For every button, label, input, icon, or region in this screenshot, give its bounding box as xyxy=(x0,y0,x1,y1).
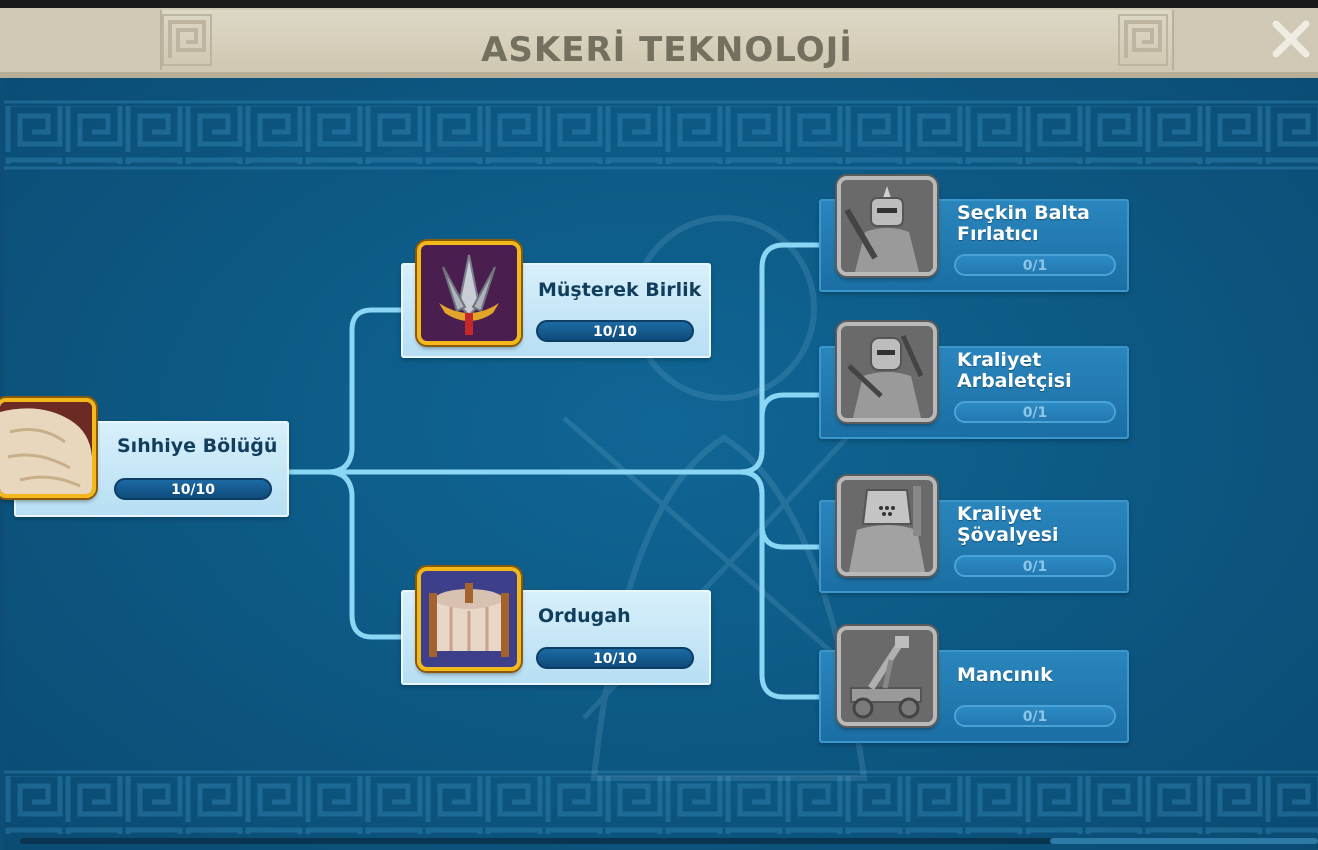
tech-name-line2: Arbaletçisi xyxy=(957,370,1072,392)
tech-name-line1: Mancınık xyxy=(957,664,1053,686)
bandage-cloth-icon xyxy=(0,398,96,498)
connector-to-royal-knight xyxy=(737,469,823,550)
page-title: ASKERİ TEKNOLOJİ xyxy=(481,30,853,70)
progress-bar: 10/10 xyxy=(536,320,694,342)
crossed-spears-icon xyxy=(417,241,521,345)
tech-name-line2: Fırlatıcı xyxy=(957,223,1039,245)
connector-root-to-musterek xyxy=(325,307,405,475)
progress-bar: 0/1 xyxy=(954,254,1116,276)
progress-bar: 0/1 xyxy=(954,401,1116,423)
greek-key-border-bottom-icon xyxy=(4,770,1318,834)
tech-name-line2: Şövalyesi xyxy=(957,524,1059,546)
tech-name: Ordugah xyxy=(538,605,631,627)
greek-key-ornament-left-icon xyxy=(162,14,212,66)
close-x-icon xyxy=(1272,20,1310,58)
tech-name-line1: Kraliyet xyxy=(957,349,1042,371)
tech-name: Sıhhiye Bölüğü xyxy=(117,435,278,457)
connector-root-to-ordugah xyxy=(325,469,405,640)
knight-unit-icon xyxy=(837,476,937,576)
tech-name-line1: Kraliyet xyxy=(957,503,1042,525)
tech-name-line1: Seçkin Balta xyxy=(957,202,1090,224)
greek-key-border-top-icon xyxy=(4,100,1318,170)
axe-thrower-unit-icon xyxy=(837,176,937,276)
greek-key-ornament-right-icon xyxy=(1118,14,1168,66)
title-plate: ASKERİ TEKNOLOJİ xyxy=(160,10,1174,70)
horizontal-scroll-track[interactable] xyxy=(20,838,1318,844)
connector-to-catapult xyxy=(737,469,823,700)
close-button[interactable] xyxy=(1268,16,1314,62)
connector-to-elite-axe xyxy=(737,242,823,475)
progress-bar: 10/10 xyxy=(114,478,272,500)
title-banner: ASKERİ TEKNOLOJİ xyxy=(0,0,1318,78)
camp-tent-icon xyxy=(417,567,521,671)
progress-bar: 10/10 xyxy=(536,647,694,669)
progress-bar: 0/1 xyxy=(954,555,1116,577)
connector-to-royal-crossbow xyxy=(737,392,823,475)
catapult-unit-icon xyxy=(837,626,937,726)
tech-name: Müşterek Birlik xyxy=(538,279,702,301)
horizontal-scroll-thumb[interactable] xyxy=(1050,838,1318,844)
progress-bar: 0/1 xyxy=(954,705,1116,727)
crossbowman-unit-icon xyxy=(837,322,937,422)
